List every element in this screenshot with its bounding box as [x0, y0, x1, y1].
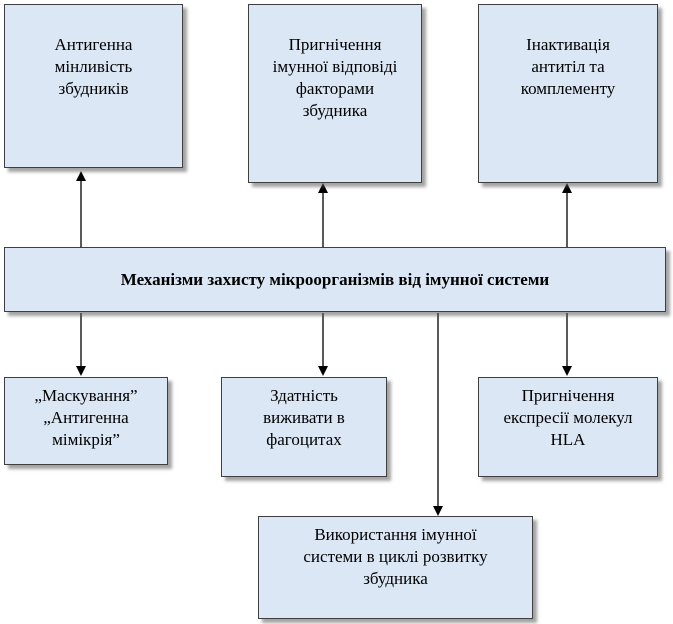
hla-suppression-label: Пригнічення експресії молекул HLA [503, 386, 633, 449]
phagocyte-survival-label: Здатність виживати в фагоцитах [263, 386, 345, 449]
masking-mimicry-box: „Маскування” „Антигенна мімікрія” [4, 377, 168, 465]
antigenic-variability-label: Антигенна мінливість збудників [54, 35, 133, 98]
antibody-inactivation-label: Інактивація антитіл та комплементу [520, 35, 616, 98]
antigenic-variability-box: Антигенна мінливість збудників [4, 4, 183, 168]
immune-suppression-label: Пригнічення імунної відповіді факторами … [272, 35, 398, 120]
hla-suppression-box: Пригнічення експресії молекул HLA [478, 377, 658, 477]
immune-system-use-label: Використання імунної системи в циклі роз… [303, 525, 488, 588]
central-mechanisms-box: Механізми захисту мікроорганізмів від ім… [4, 247, 666, 312]
antibody-inactivation-box: Інактивація антитіл та комплементу [478, 4, 658, 183]
central-mechanisms-label: Механізми захисту мікроорганізмів від ім… [120, 269, 550, 289]
immune-system-use-box: Використання імунної системи в циклі роз… [258, 516, 533, 619]
masking-mimicry-label: „Маскування” „Антигенна мімікрія” [34, 386, 138, 449]
immune-suppression-box: Пригнічення імунної відповіді факторами … [248, 4, 422, 183]
phagocyte-survival-box: Здатність виживати в фагоцитах [221, 377, 387, 477]
